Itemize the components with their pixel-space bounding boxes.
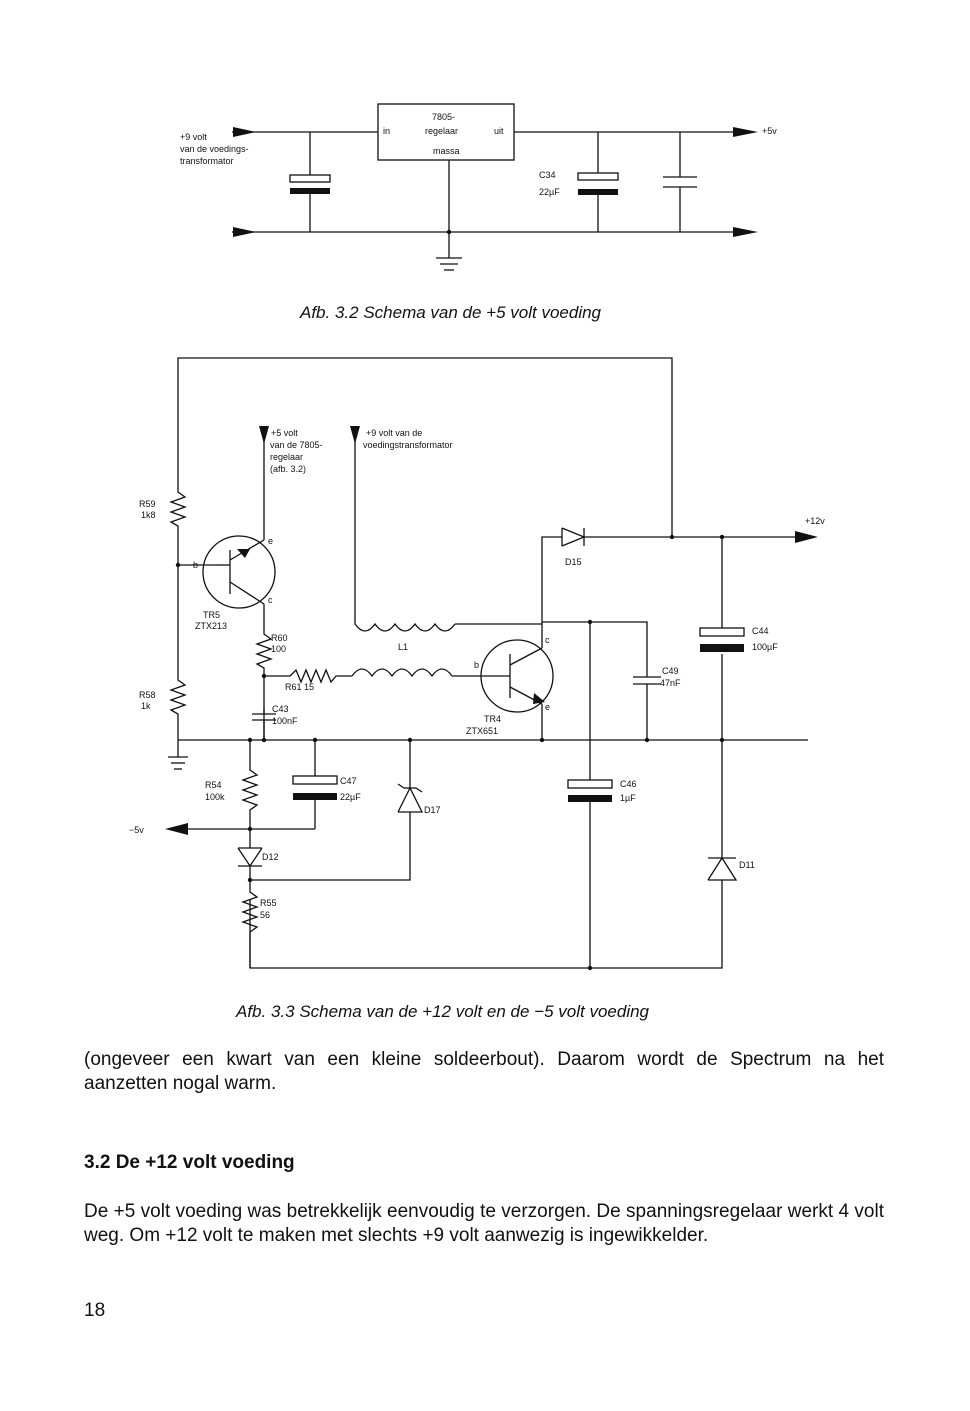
c43-label: C43	[272, 704, 289, 714]
input-source-label-2: transformator	[180, 156, 234, 166]
tr5-type: ZTX213	[195, 621, 227, 631]
regulator-in-pin: in	[383, 126, 390, 136]
output-voltage-label: +5v	[762, 126, 777, 136]
tr4-collector-pin: c	[545, 635, 550, 645]
tr4-emitter-pin: e	[545, 702, 550, 712]
regulator-out-pin: uit	[494, 126, 504, 136]
r61-label: R61 15	[285, 682, 314, 692]
r55-label: R55	[260, 898, 277, 908]
r58-label: R58	[139, 690, 156, 700]
c46-label: C46	[620, 779, 637, 789]
c34-value: 22µF	[539, 187, 560, 197]
r60-value: 100	[271, 644, 286, 654]
input-voltage-label: +9 volt	[180, 132, 207, 142]
tr5-collector-pin: c	[268, 595, 273, 605]
c44-label: C44	[752, 626, 769, 636]
tr4-label: TR4	[484, 714, 501, 724]
figure-3-2-schematic: +9 volt van de voedings- transformator 7…	[180, 103, 777, 271]
tr5-label: TR5	[203, 610, 220, 620]
plus5-source-label-4: (afb. 3.2)	[270, 464, 306, 474]
ground-arrow-left-icon	[233, 227, 256, 237]
input-source-label-1: van de voedings-	[180, 144, 249, 154]
r59-label: R59	[139, 499, 156, 509]
ground-arrow-right-icon	[733, 227, 758, 237]
r59-value: 1k8	[141, 510, 156, 520]
r60-label: R60	[271, 633, 288, 643]
plus5-source-label-2: van de 7805-	[270, 440, 323, 450]
output-arrow-icon	[733, 127, 758, 137]
tr5-base-pin: b	[193, 560, 198, 570]
c44-value: 100µF	[752, 642, 778, 652]
d15-label: D15	[565, 557, 582, 567]
d12-label: D12	[262, 852, 279, 862]
figure-3-3-caption: Afb. 3.3 Schema van de +12 volt en de −5…	[236, 1002, 650, 1021]
r54-value: 100k	[205, 792, 225, 802]
input-arrow-icon	[233, 127, 256, 137]
c49-value: 47nF	[660, 678, 681, 688]
c47-value: 22µF	[340, 792, 361, 802]
regulator-name: 7805-	[432, 112, 455, 122]
plus5-source-marker-icon	[259, 426, 269, 444]
plus9-source-label-2: voedingstransformator	[363, 440, 453, 450]
c34-label: C34	[539, 170, 556, 180]
regulator-ground-pin: massa	[433, 146, 460, 156]
r58-value: 1k	[141, 701, 151, 711]
d11-label: D11	[739, 860, 755, 870]
paragraph-1: (ongeveer een kwart van een kleine solde…	[84, 1049, 884, 1094]
regulator-desc: regelaar	[425, 126, 458, 136]
minus5-output-label: −5v	[129, 825, 144, 835]
c43-value: 100nF	[272, 716, 298, 726]
plus9-source-label-1: +9 volt van de	[366, 428, 422, 438]
plus12-output-arrow-icon	[795, 531, 818, 543]
c49-label: C49	[662, 666, 679, 676]
r55-value: 56	[260, 910, 270, 920]
plus12-output-label: +12v	[805, 516, 825, 526]
page-number: 18	[84, 1300, 106, 1321]
plus9-source-marker-icon	[350, 426, 360, 444]
figure-3-2-caption: Afb. 3.2 Schema van de +5 volt voeding	[300, 303, 602, 322]
l1-label: L1	[398, 642, 408, 652]
r54-label: R54	[205, 780, 222, 790]
tr4-base-pin: b	[474, 660, 479, 670]
tr5-emitter-pin: e	[268, 536, 273, 546]
figure-3-3-schematic: R59 1k8 R58 1k b e c TR5 ZTX213 +5 volt …	[129, 357, 825, 971]
minus5-output-arrow-icon	[165, 823, 188, 835]
c46-value: 1µF	[620, 793, 636, 803]
d17-label: D17	[424, 805, 441, 815]
section-heading: 3.2 De +12 volt voeding	[84, 1152, 295, 1173]
tr4-type: ZTX651	[466, 726, 498, 736]
paragraph-2: De +5 volt voeding was betrekkelijk eenv…	[84, 1201, 884, 1246]
plus5-source-label-3: regelaar	[270, 452, 303, 462]
plus5-source-label-1: +5 volt	[271, 428, 298, 438]
c47-label: C47	[340, 776, 357, 786]
